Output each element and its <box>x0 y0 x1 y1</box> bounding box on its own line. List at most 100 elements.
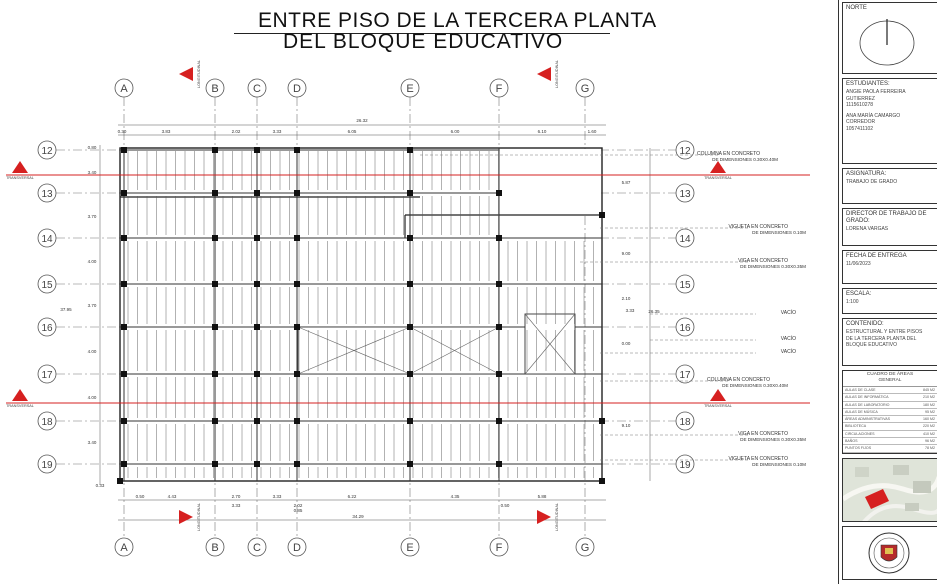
void-cross <box>409 326 500 375</box>
university-seal-icon <box>868 532 910 574</box>
building-outline <box>119 147 603 482</box>
column <box>212 147 218 153</box>
section-marker-icon <box>179 510 193 524</box>
axis-label-16: 16 <box>41 323 53 334</box>
column <box>407 235 413 241</box>
dim-bottom: 2.70 <box>232 494 241 499</box>
axis-bubble-14 <box>675 228 695 248</box>
dim-left-extra: 37.95 <box>60 307 72 312</box>
axis-label-14: 14 <box>41 234 53 245</box>
area-table-label: ÁREAS ADMINISTRATIVAS <box>845 417 890 422</box>
director-panel: DIRECTOR DE TRABAJO DE GRADO: LORENA VAR… <box>842 208 937 246</box>
area-table-value: 2294 M2 <box>921 453 935 454</box>
axis-bubble-C <box>247 537 267 557</box>
subject-label: ASIGNATURA: <box>846 171 887 177</box>
column <box>254 324 260 330</box>
column <box>294 418 300 424</box>
slab-outline <box>119 147 603 482</box>
drawing-title: ENTRE PISO DE LA TERCERA PLANTA <box>258 9 657 32</box>
dim-left: 4.00 <box>88 259 97 264</box>
dim-right: 26.35 <box>648 309 660 314</box>
seal-panel <box>842 526 937 580</box>
section-marker-label: LONGITUDINAL <box>555 503 559 531</box>
section-marker-icon <box>710 161 726 173</box>
dim-top: 1.60 <box>588 129 597 134</box>
director-label: DIRECTOR DE TRABAJO DE GRADO: <box>846 211 927 224</box>
scale-panel: ESCALA: 1:100 <box>842 288 937 314</box>
axis-bubble-A <box>114 537 134 557</box>
column <box>599 212 605 218</box>
column <box>121 418 127 424</box>
column <box>496 190 502 196</box>
column <box>254 418 260 424</box>
axis-bubble-13 <box>675 183 695 203</box>
axis-bubble-16 <box>675 317 695 337</box>
axis-label-E: E <box>406 83 413 95</box>
axis-label-C: C <box>253 542 261 554</box>
dim-top: 6.00 <box>451 129 460 134</box>
dim-left: 4.00 <box>88 395 97 400</box>
column <box>121 147 127 153</box>
subject-value: TRABAJO DE GRADO <box>846 179 898 185</box>
callout-line1: VIGUETA EN CONCRETO <box>728 456 788 462</box>
callout-line2: DE DIMENSIONES 0.10M <box>752 230 806 235</box>
column <box>407 461 413 467</box>
column <box>121 235 127 241</box>
axis-label-13: 13 <box>679 189 691 200</box>
dim-bottom-sub: 0.85 <box>294 508 303 513</box>
content-panel: CONTENIDO: ESTRUCTURAL Y ENTRE PISOS DE … <box>842 318 937 366</box>
notch-void <box>500 149 601 214</box>
axis-bubble-12 <box>37 140 57 160</box>
column <box>254 461 260 467</box>
section-marker-label: TRANSVERSAL <box>704 404 732 408</box>
section-marker-label: TRANSVERSAL <box>704 176 732 180</box>
dim-top: 3.33 <box>273 129 282 134</box>
location-map <box>842 458 937 522</box>
dim-right: 9.00 <box>622 251 631 256</box>
area-table-value: 160 M2 <box>923 417 935 422</box>
axis-bubble-18 <box>37 411 57 431</box>
north-panel: NORTE <box>842 2 937 74</box>
callout-line1: VIGA EN CONCRETO <box>738 431 788 437</box>
column <box>407 190 413 196</box>
area-table-label: AULAS DE CLASE <box>845 388 876 392</box>
dim-top: 2.02 <box>232 129 241 134</box>
dim-top: 6.10 <box>538 129 547 134</box>
axis-label-19: 19 <box>679 460 691 471</box>
area-table-value: 180 M2 <box>923 402 935 407</box>
column <box>121 371 127 377</box>
column <box>212 418 218 424</box>
callout-line2: DE DIMENSIONES 0.30X0.40M <box>712 157 778 162</box>
axis-bubble-12 <box>675 140 695 160</box>
axis-bubble-D <box>287 537 307 557</box>
section-marker-label: LONGITUDINAL <box>197 60 201 88</box>
column <box>407 147 413 153</box>
column <box>212 235 218 241</box>
area-table-label: PUNTOS FIJOS <box>845 446 872 451</box>
section-marker-label: LONGITUDINAL <box>197 503 201 531</box>
joist-hatching <box>127 151 594 478</box>
column <box>599 418 605 424</box>
dim-bottom-sub: 3.33 <box>232 503 241 508</box>
director-value: LORENA VARGAS <box>846 226 889 232</box>
column <box>254 147 260 153</box>
column <box>294 235 300 241</box>
site-highlight <box>865 489 889 509</box>
column <box>496 371 502 377</box>
callout-line2: DE DIMENSIONES 0.30X0.35M <box>740 264 806 269</box>
dim-left: 0.80 <box>88 145 97 150</box>
axis-label-F: F <box>496 83 503 95</box>
column <box>294 147 300 153</box>
axis-label-G: G <box>581 542 590 554</box>
column <box>254 235 260 241</box>
column <box>212 190 218 196</box>
column <box>599 478 605 484</box>
